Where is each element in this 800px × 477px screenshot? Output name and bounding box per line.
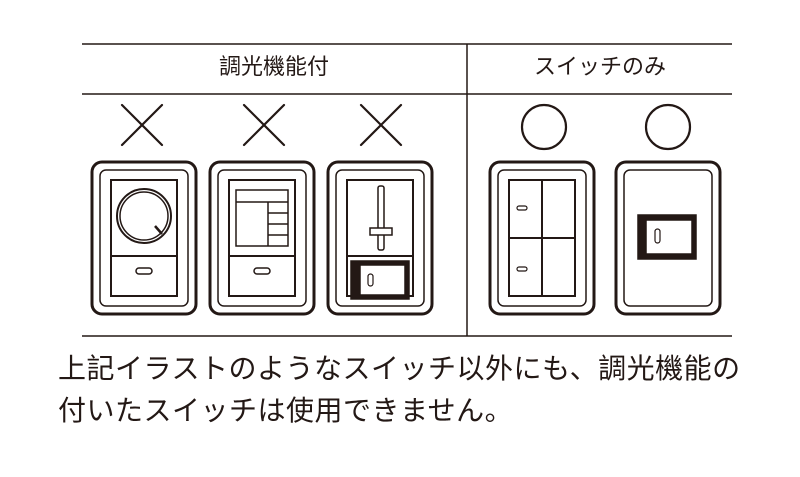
circle-mark-2: [644, 103, 692, 151]
double-rocker-switch: [488, 160, 596, 316]
rocker-inner: [645, 219, 693, 255]
table-frame: [82, 43, 732, 337]
button-panel: [235, 189, 289, 247]
single-rocker-switch: [614, 160, 722, 316]
rocker-lamp: [367, 273, 374, 287]
note-line-2: 付いたスイッチは使用できません。: [58, 394, 514, 427]
lamp-lower: [516, 266, 528, 272]
slider-track: [377, 185, 385, 251]
dial-dimmer-switch: [90, 160, 198, 316]
cross-mark-1: [120, 103, 164, 147]
note-line-1: 上記イラストのようなスイッチ以外にも、調光機能の: [58, 352, 741, 385]
rocker-lamp: [654, 228, 661, 244]
dimmer-column-header: 調光機能付: [218, 55, 329, 80]
button-dimmer-switch: [208, 160, 316, 316]
cross-mark-3: [359, 103, 403, 147]
cross-mark-2: [242, 103, 286, 147]
circle-mark-1: [520, 103, 568, 151]
rocker-inner: [359, 264, 406, 296]
dial-indicator: [154, 225, 163, 235]
indicator-lamp: [253, 267, 271, 275]
lamp-upper: [516, 205, 528, 211]
slider-knob: [369, 227, 393, 236]
switch-only-column-header: スイッチのみ: [533, 55, 666, 80]
slide-dimmer-switch: [326, 160, 434, 316]
indicator-lamp: [135, 267, 153, 275]
